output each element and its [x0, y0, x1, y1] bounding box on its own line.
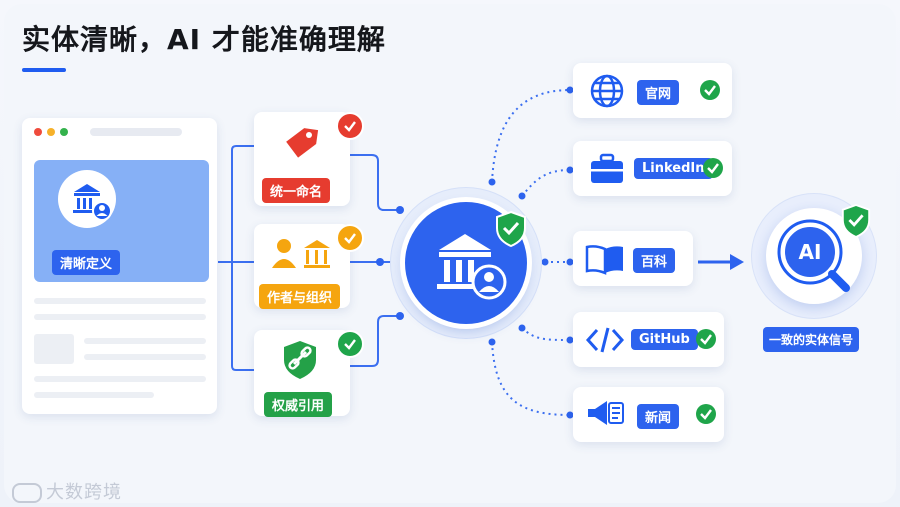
source-label-linkedin: LinkedIn: [634, 158, 713, 179]
verified-shield-icon: [496, 210, 526, 248]
book-icon: [585, 245, 623, 275]
briefcase-icon: [591, 153, 623, 183]
content-line: [34, 298, 206, 304]
code-icon: [585, 327, 625, 353]
content-line: [84, 338, 206, 344]
check-icon: [696, 329, 716, 349]
page-title: 实体清晰，AI 才能准确理解: [22, 23, 386, 56]
address-bar: [90, 128, 182, 136]
close-dot: [34, 128, 42, 136]
entity-label: 清晰定义: [52, 250, 121, 275]
minimize-dot: [47, 128, 55, 136]
content-line: [34, 392, 154, 398]
arrow-icon: [698, 254, 744, 270]
verified-shield-icon: [841, 204, 871, 239]
attribute-label-citation: 权威引用: [264, 392, 333, 417]
attribute-label-author: 作者与组织: [259, 284, 341, 309]
source-label-github: GitHub: [631, 329, 698, 350]
source-card-website: 官网: [573, 63, 732, 118]
globe-icon: [590, 74, 624, 108]
check-icon: [336, 112, 364, 140]
ai-signal-label: 一致的实体信号: [763, 327, 860, 352]
watermark-logo: 大数跨境: [12, 478, 122, 504]
watermark-text: 大数跨境: [46, 482, 122, 503]
watermark-mark: [12, 483, 42, 503]
content-line: [34, 314, 206, 320]
source-label-website: 官网: [637, 80, 680, 105]
source-label-news: 新闻: [637, 404, 680, 429]
source-card-news: 新闻: [573, 387, 724, 442]
megaphone-icon: [588, 401, 624, 425]
attribute-label-naming: 统一命名: [262, 178, 331, 203]
institution-icon: [73, 184, 112, 221]
attribute-card-citation: 权威引用: [254, 330, 350, 417]
attribute-card-naming: 统一命名: [254, 112, 350, 206]
check-icon: [336, 224, 364, 252]
check-icon: [703, 158, 723, 178]
check-icon: [696, 404, 716, 424]
source-card-github: GitHub: [573, 312, 724, 367]
source-card-encyclopedia: 百科: [573, 231, 693, 286]
author-org-icon: [272, 239, 330, 268]
ai-badge-text: AI: [798, 240, 822, 264]
tag-icon: [286, 128, 319, 158]
content-line: [34, 376, 206, 382]
check-icon: [700, 80, 720, 100]
ai-search-icon: [777, 219, 850, 292]
source-card-linkedin: LinkedIn: [573, 141, 732, 196]
title-underline: [22, 68, 66, 72]
browser-window: 清晰定义: [22, 118, 217, 414]
entity-emblem: [58, 170, 116, 228]
check-icon: [336, 330, 364, 358]
institution-icon: [437, 234, 507, 300]
shield-link-icon: [284, 341, 316, 379]
content-thumbnail: [34, 334, 74, 364]
maximize-dot: [60, 128, 68, 136]
source-label-encyclopedia: 百科: [633, 248, 676, 273]
window-controls: [34, 128, 68, 136]
entity-panel: 清晰定义: [34, 160, 209, 282]
content-line: [84, 354, 206, 360]
attribute-card-author: 作者与组织: [254, 224, 350, 309]
